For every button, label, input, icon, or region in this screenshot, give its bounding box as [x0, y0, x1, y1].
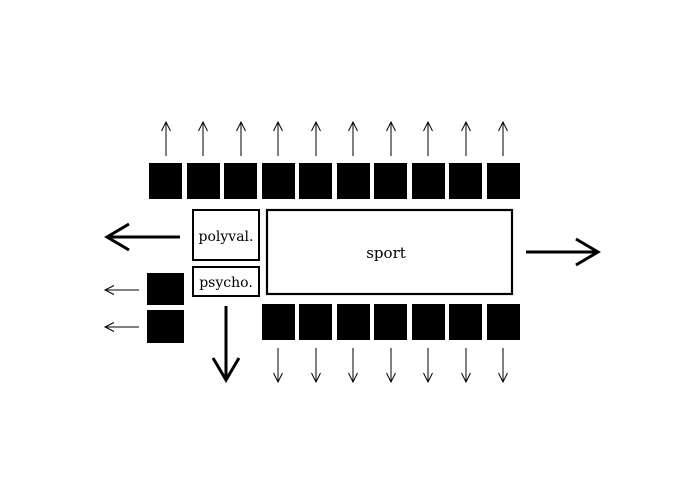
sport-room — [265, 208, 514, 296]
top-arrows — [161, 120, 508, 156]
left-unit — [147, 310, 184, 343]
left-unit-column — [147, 273, 184, 343]
top-unit — [224, 163, 257, 199]
rooms — [192, 208, 514, 297]
polyvalent-room — [192, 209, 260, 261]
top-unit — [487, 163, 520, 199]
bottom-unit — [299, 304, 332, 340]
top-unit — [262, 163, 295, 199]
bottom-unit — [449, 304, 482, 340]
left-arrows — [103, 285, 139, 332]
left-unit — [147, 273, 184, 305]
psycho-label: psycho. — [199, 275, 253, 291]
top-unit — [374, 163, 407, 199]
bottom-unit — [412, 304, 445, 340]
psycho-room — [192, 266, 260, 297]
bottom-unit — [487, 304, 520, 340]
top-unit — [412, 163, 445, 199]
bottom-arrows — [273, 348, 508, 384]
bottom-unit — [374, 304, 407, 340]
polyvalent-label: polyval. — [199, 229, 254, 245]
top-unit — [449, 163, 482, 199]
top-unit — [299, 163, 332, 199]
bottom-unit — [262, 304, 295, 340]
top-unit — [187, 163, 220, 199]
top-unit-row — [149, 163, 520, 199]
sport-label: sport — [366, 244, 406, 262]
top-unit — [337, 163, 370, 199]
bottom-unit-row — [262, 304, 520, 340]
top-unit — [149, 163, 182, 199]
bottom-unit — [337, 304, 370, 340]
main-arrows — [104, 222, 601, 383]
